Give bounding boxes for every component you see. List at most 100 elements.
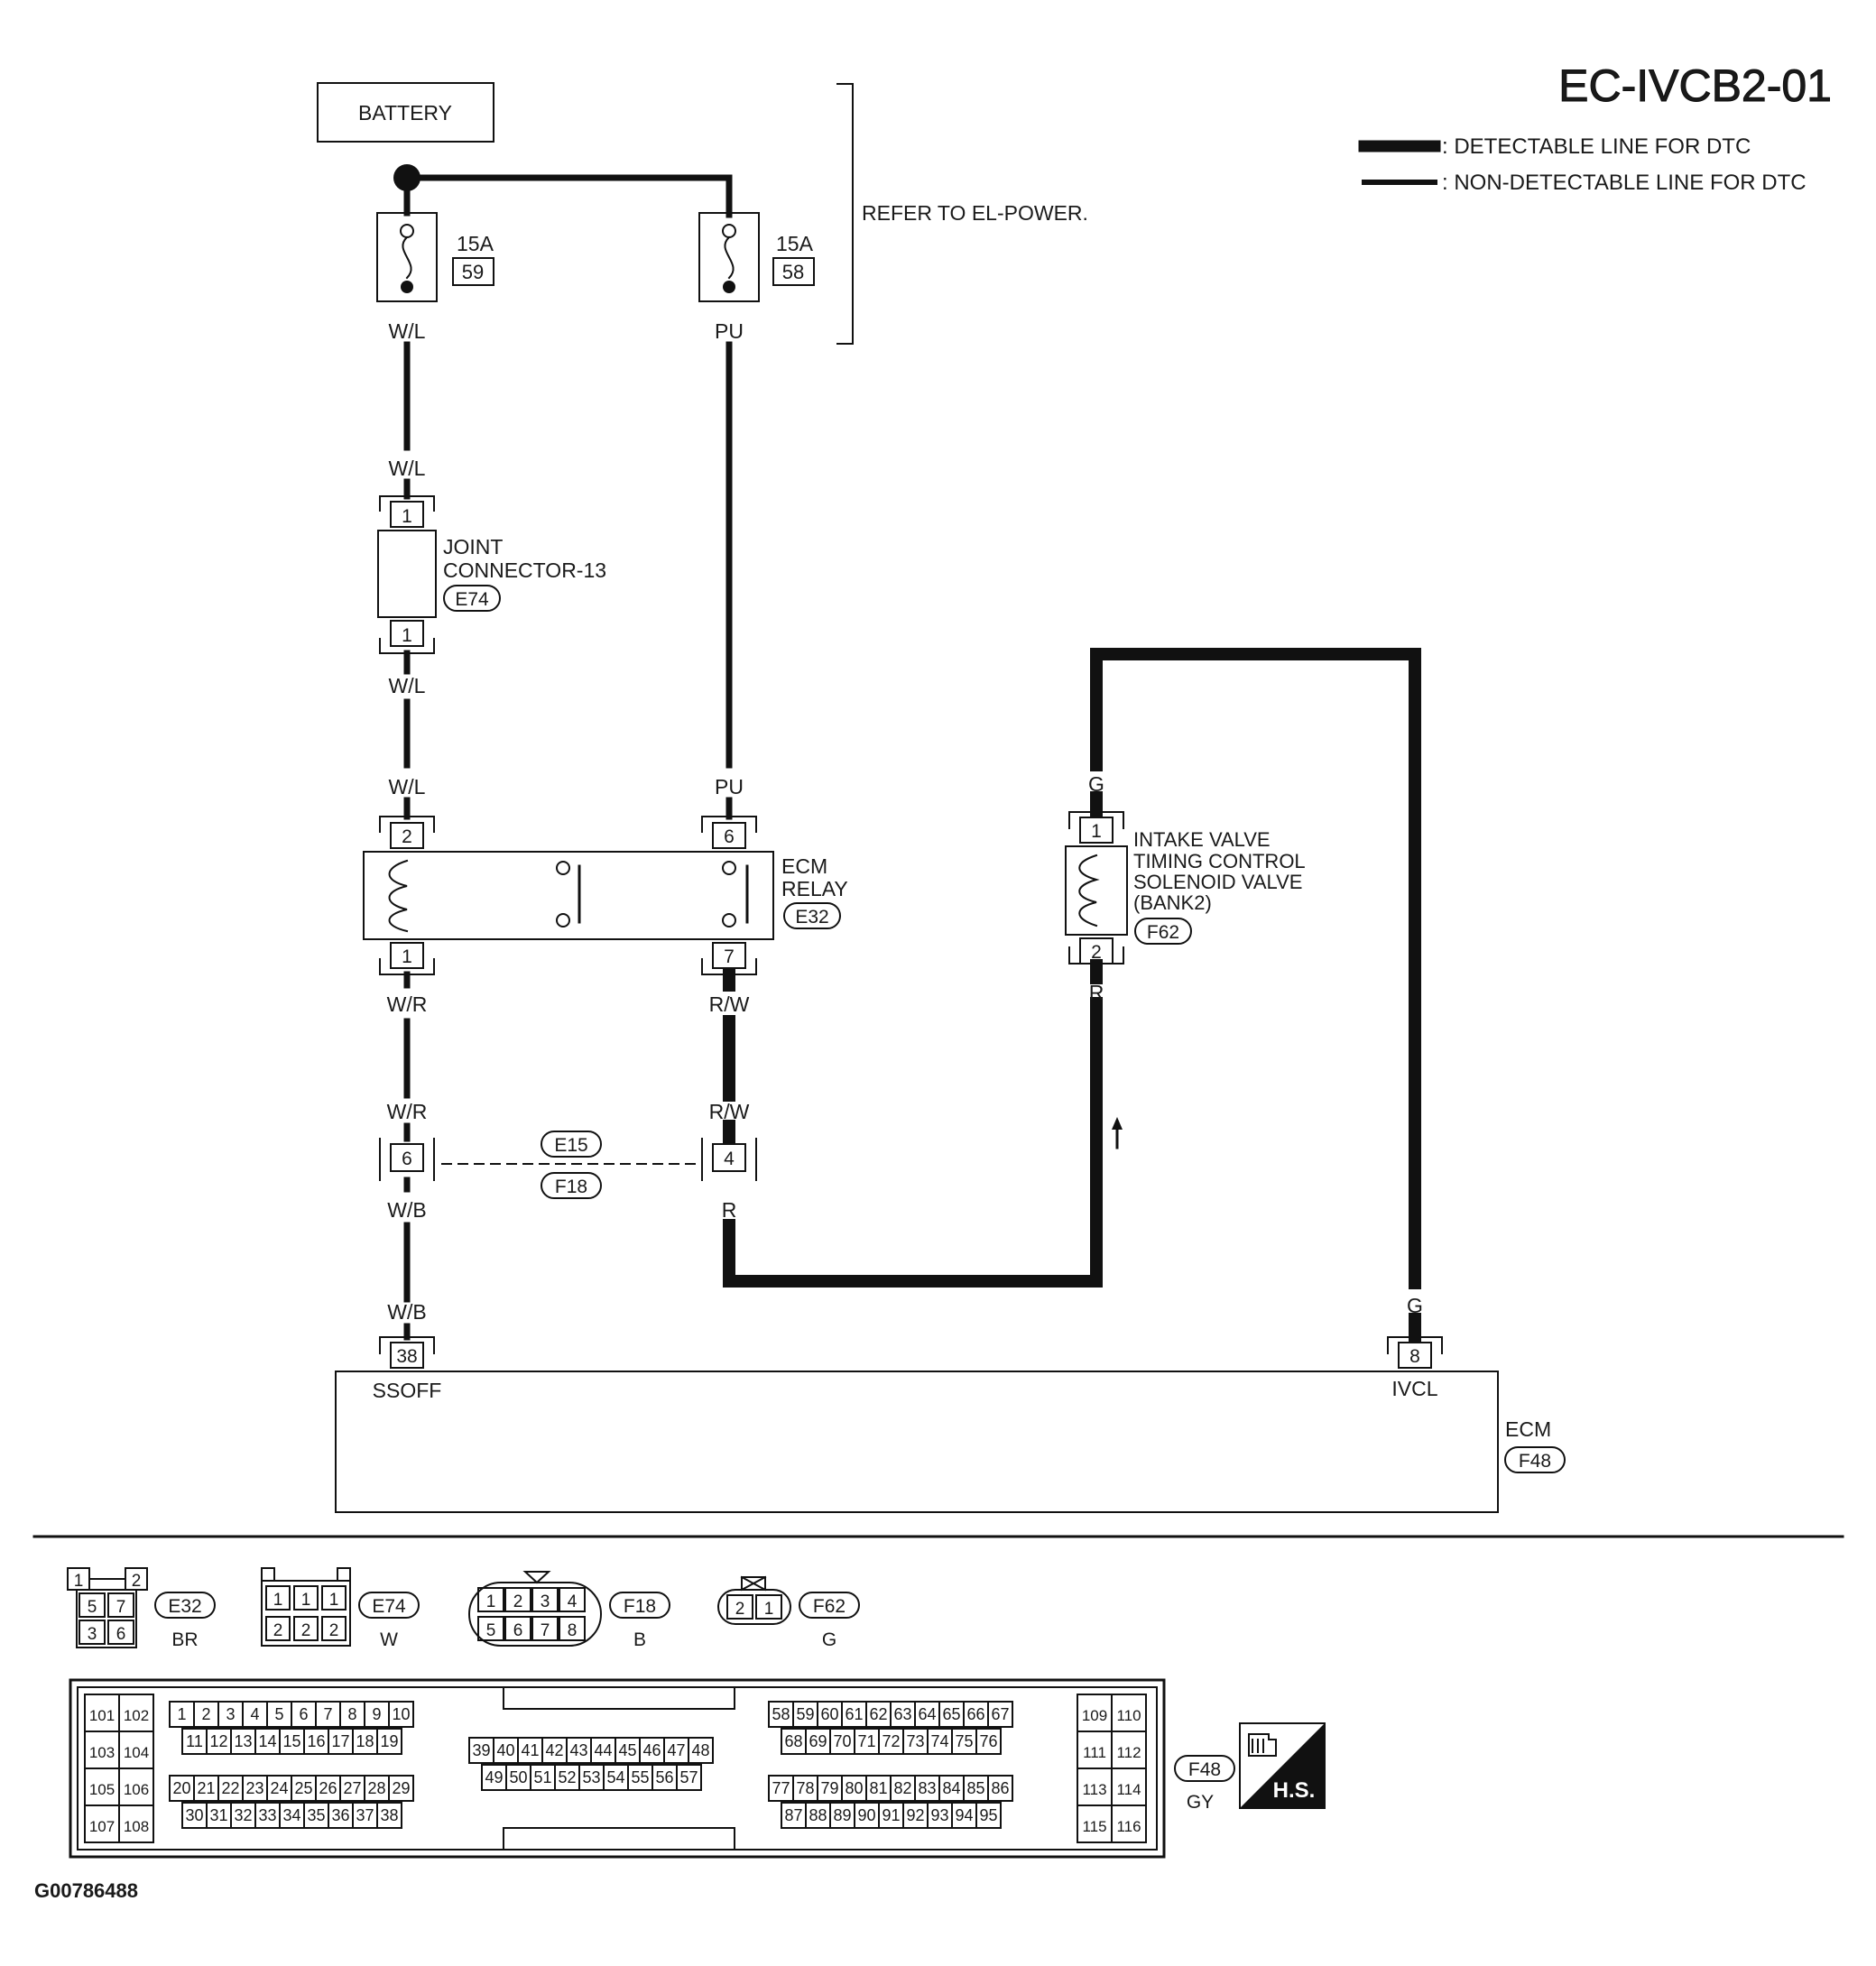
f48-pin-label: 105 xyxy=(89,1781,115,1798)
e74-cell xyxy=(265,1585,291,1611)
f48-color: GY xyxy=(1187,1792,1214,1813)
f18-pin: 8 xyxy=(568,1621,578,1640)
relay-contact-terminal xyxy=(722,861,736,875)
harness-pin4-box xyxy=(712,1143,746,1172)
relay-switch-terminal xyxy=(556,913,570,928)
f48-pin-label: 57 xyxy=(679,1768,698,1786)
relay-pin2-bracket xyxy=(379,816,435,833)
wire-color-wb-1: W/B xyxy=(387,1198,426,1222)
wire-color-g-2: G xyxy=(1407,1294,1423,1317)
wire-color-pu-2: PU xyxy=(715,775,744,798)
f62-cell xyxy=(755,1594,782,1620)
solenoid-pin2-box xyxy=(1079,937,1114,965)
e32-pin-7-cell xyxy=(107,1592,134,1618)
f48-pin-cell xyxy=(975,1802,1002,1829)
f48-pin-label: 65 xyxy=(942,1705,960,1723)
e74-pin: 2 xyxy=(329,1621,339,1640)
f48-pin-label: 86 xyxy=(991,1779,1009,1797)
f18-latch xyxy=(522,1571,551,1584)
f48-pin-label: 47 xyxy=(667,1741,685,1759)
f48-pin-cell xyxy=(975,1728,1002,1755)
f48-pin-label: 83 xyxy=(918,1779,936,1797)
f48-pin-label: 26 xyxy=(319,1779,337,1797)
f48-pin-label: 90 xyxy=(857,1806,875,1824)
solenoid-body xyxy=(1065,845,1128,936)
f18-cell xyxy=(504,1587,531,1612)
e32-pin: 5 xyxy=(88,1598,97,1617)
f48-pin-label: 70 xyxy=(833,1732,851,1750)
f48-pin-label: 14 xyxy=(258,1732,276,1750)
harness-pin6: 6 xyxy=(402,1149,412,1169)
f48-pin-label: 112 xyxy=(1116,1744,1141,1761)
f48-pin-cell xyxy=(987,1775,1013,1802)
f48-pin-label: 67 xyxy=(991,1705,1009,1723)
f48-pin-label: 79 xyxy=(820,1779,838,1797)
fuse-58-number: 58 xyxy=(782,261,804,283)
ecm-pin8-bracket xyxy=(1387,1336,1443,1354)
relay-switch-terminal xyxy=(556,861,570,875)
f48-pin-label: 29 xyxy=(392,1779,410,1797)
f18-code: F18 xyxy=(624,1596,656,1617)
relay-label-line1: ECM xyxy=(781,854,827,878)
ecm-pin8-name: IVCL xyxy=(1391,1377,1437,1400)
f48-pin-label: 113 xyxy=(1082,1781,1106,1798)
joint-pin-top: 1 xyxy=(402,506,412,527)
e74-code: E74 xyxy=(372,1596,406,1617)
ecm-pin8-box xyxy=(1398,1342,1432,1369)
f48-pin-cell xyxy=(118,1804,154,1843)
ecm-code-oval xyxy=(1504,1446,1566,1473)
joint-pin-bottom: 1 xyxy=(402,625,412,646)
relay-label-line2: RELAY xyxy=(781,877,848,900)
f48-connector-outer xyxy=(69,1678,1166,1859)
harness-pin4: 4 xyxy=(724,1149,735,1169)
joint-top-bracket xyxy=(379,495,435,512)
f48-pin-label: 85 xyxy=(966,1779,984,1797)
harness-code-bottom: F18 xyxy=(555,1177,587,1197)
f62-pin: 1 xyxy=(764,1600,774,1619)
e32-code: E32 xyxy=(168,1596,201,1617)
f18-pin: 7 xyxy=(541,1621,550,1640)
relay-pin1-box xyxy=(390,942,424,969)
f48-pin-label: 9 xyxy=(372,1705,381,1723)
f48-pin-cell xyxy=(688,1737,714,1764)
f48-pin-label: 108 xyxy=(124,1818,149,1835)
f18-pins xyxy=(477,1587,586,1641)
f48-pin-label: 22 xyxy=(221,1779,239,1797)
f48-pin-label: 33 xyxy=(258,1806,276,1824)
f48-pin-label: 68 xyxy=(784,1732,802,1750)
f48-pin-label: 42 xyxy=(545,1741,563,1759)
refer-note: REFER TO EL-POWER. xyxy=(862,201,1088,225)
f48-code: F48 xyxy=(1188,1759,1221,1780)
e32-pin: 1 xyxy=(74,1572,84,1591)
fuse-58-rating: 15A xyxy=(776,232,814,255)
ecm-pin38-name: SSOFF xyxy=(373,1379,442,1402)
f48-pin-label: 80 xyxy=(845,1779,863,1797)
f48-pin-label: 34 xyxy=(282,1806,300,1824)
f18-code-oval xyxy=(609,1592,670,1619)
legend-non-detectable: : NON-DETECTABLE LINE FOR DTC xyxy=(1442,171,1807,195)
f48-pin-label: 46 xyxy=(642,1741,661,1759)
e74-cell xyxy=(293,1616,319,1641)
f48-pin-label: 102 xyxy=(124,1707,149,1724)
f48-pin-label: 16 xyxy=(307,1732,325,1750)
wire-color-r-2: R xyxy=(1089,981,1104,1004)
ecm-pin8: 8 xyxy=(1409,1346,1420,1367)
f18-pin: 5 xyxy=(486,1621,496,1640)
e74-pin: 2 xyxy=(273,1621,283,1640)
f48-pin-label: 62 xyxy=(869,1705,887,1723)
fuse-59-rating: 15A xyxy=(457,232,494,255)
f18-pin: 1 xyxy=(486,1592,496,1611)
ecm-body xyxy=(335,1371,1499,1513)
e32-body xyxy=(76,1589,137,1648)
battery-box xyxy=(317,82,494,143)
solenoid-label-line3: SOLENOID VALVE xyxy=(1133,871,1302,893)
battery-label: BATTERY xyxy=(358,101,452,125)
wire-color-g-1: G xyxy=(1088,772,1104,796)
f48-pin-label: 37 xyxy=(356,1806,374,1824)
joint-connector-13-body xyxy=(377,530,437,618)
f48-pin-label: 76 xyxy=(979,1732,997,1750)
f18-pin: 6 xyxy=(513,1621,523,1640)
f48-pin-label: 61 xyxy=(845,1705,863,1723)
wire-battery-to-fuse58 xyxy=(403,174,733,218)
